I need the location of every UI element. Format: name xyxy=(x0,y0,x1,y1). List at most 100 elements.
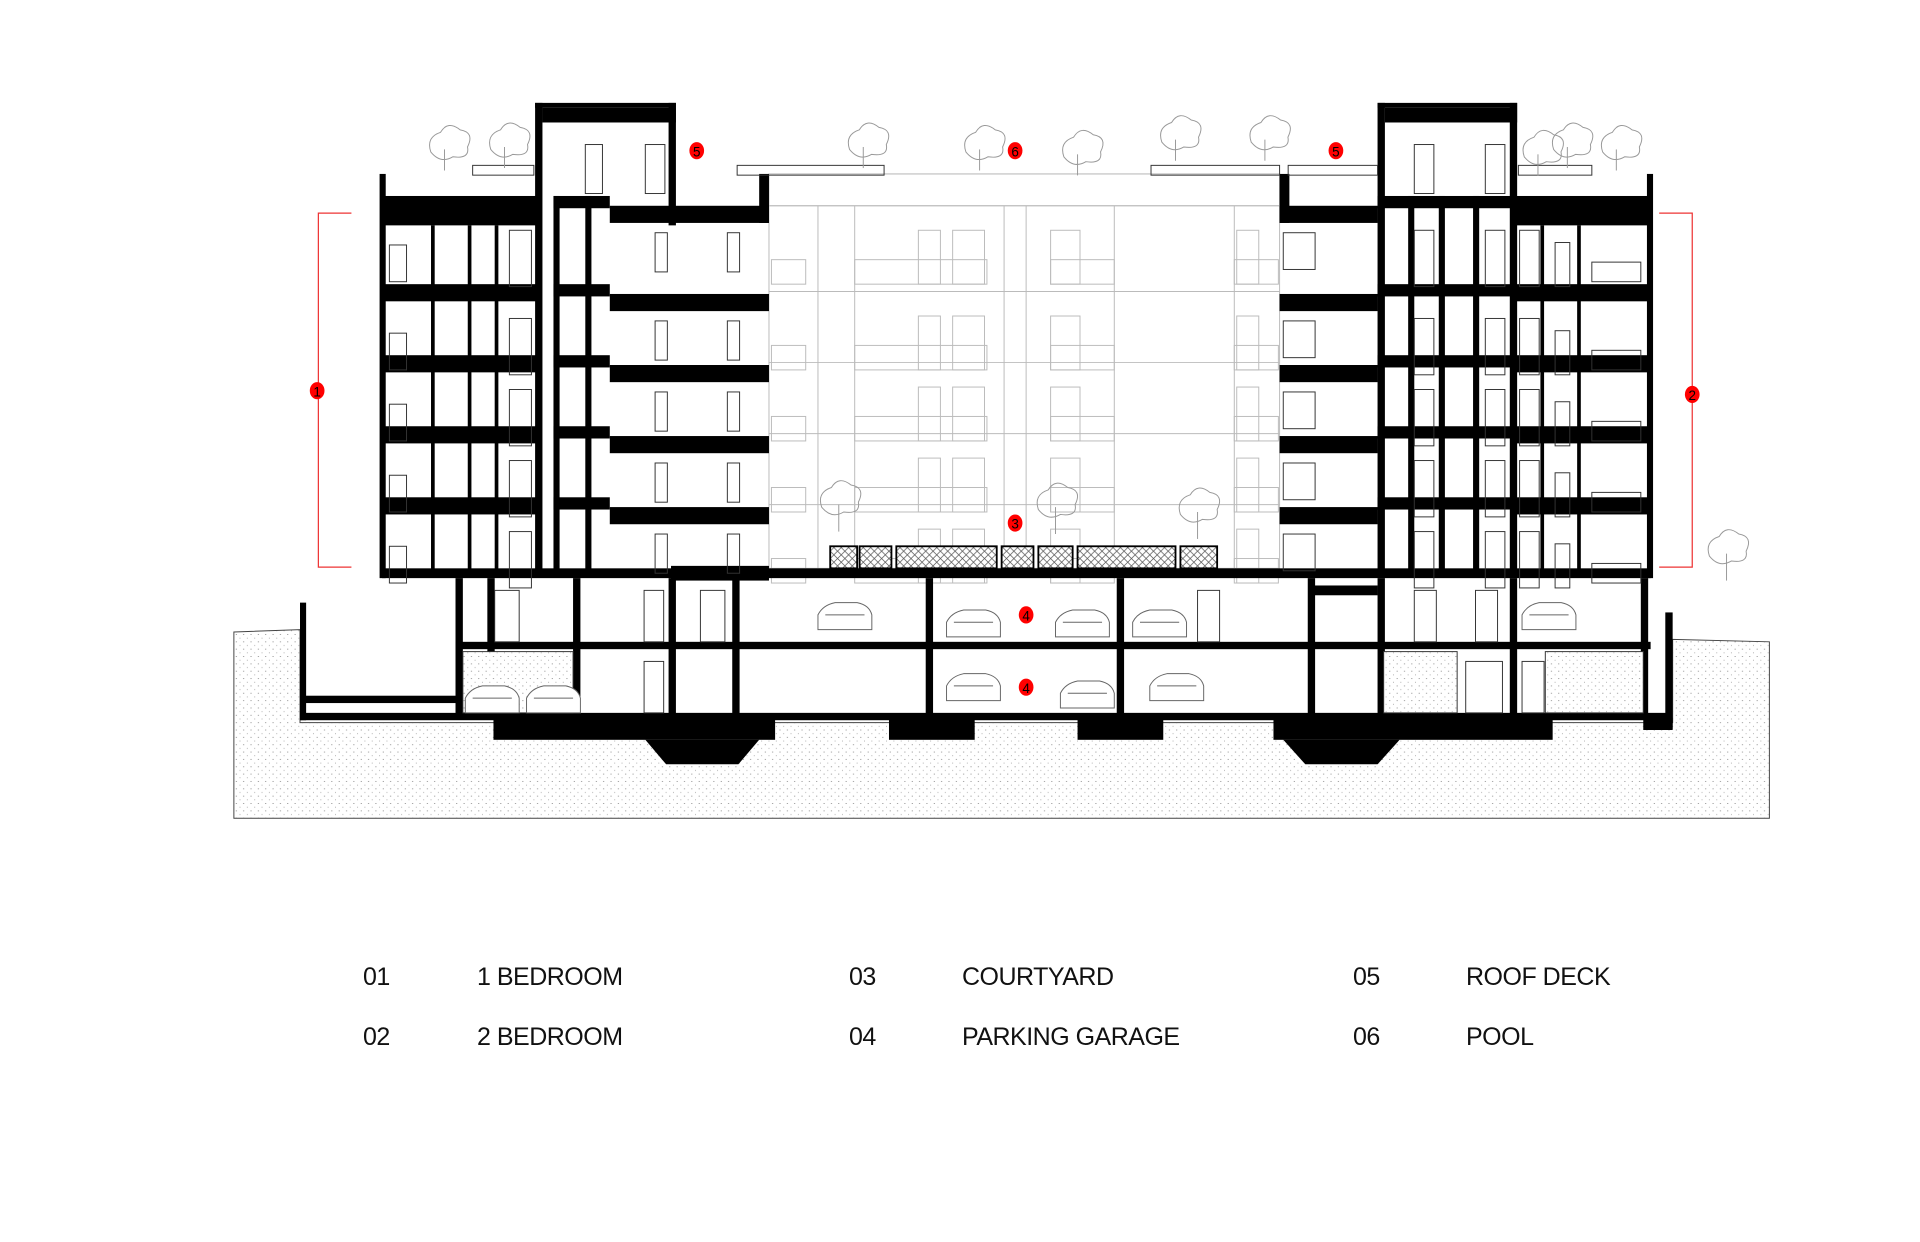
column xyxy=(1473,195,1480,574)
bathroom-fixture xyxy=(388,403,408,442)
planter xyxy=(1517,164,1593,176)
floor-slab xyxy=(609,205,769,223)
balcony-railing xyxy=(854,415,988,442)
svg-text:5: 5 xyxy=(1332,144,1339,159)
floor-slab xyxy=(382,195,539,226)
tree-canopy xyxy=(1522,129,1564,165)
bathroom-fixture xyxy=(388,332,408,371)
core-roof xyxy=(1377,102,1518,108)
building-structure xyxy=(300,102,1673,765)
door xyxy=(508,389,532,447)
floor-slab xyxy=(1279,365,1378,383)
exterior-wall xyxy=(1646,173,1654,579)
facade-window xyxy=(917,229,941,285)
facade-window xyxy=(1050,457,1081,513)
door xyxy=(643,589,665,643)
planter xyxy=(1150,164,1281,176)
svg-text:4: 4 xyxy=(1022,609,1030,624)
garage-column xyxy=(487,578,495,716)
door xyxy=(1413,531,1435,589)
tree-canopy xyxy=(819,480,862,516)
door xyxy=(643,660,665,714)
kitchen-counter xyxy=(1591,349,1642,371)
facade-window xyxy=(1050,386,1081,442)
floor-slab xyxy=(1279,507,1378,525)
door xyxy=(1554,330,1571,376)
brick-wall xyxy=(1383,651,1458,714)
floor-slab xyxy=(382,497,539,515)
door xyxy=(1519,389,1540,447)
window xyxy=(1282,320,1316,359)
core-wall xyxy=(668,102,676,226)
facade-window xyxy=(1236,457,1260,513)
tree-canopy xyxy=(1600,125,1643,161)
courtyard-planter xyxy=(1037,545,1074,570)
tree-canopy xyxy=(1160,115,1202,151)
facade-window xyxy=(1236,315,1260,371)
floor-slab xyxy=(382,355,539,373)
marker-1: 1 xyxy=(309,382,325,399)
door xyxy=(1465,660,1503,714)
pile-cap xyxy=(1283,739,1400,765)
balcony-railing xyxy=(854,259,988,285)
trees xyxy=(429,115,1750,581)
retaining-wall xyxy=(1665,612,1673,729)
courtyard-back-facade xyxy=(768,173,1281,569)
balcony-railing xyxy=(1233,415,1279,442)
car xyxy=(1059,680,1115,709)
balcony-railing xyxy=(1233,344,1279,371)
door xyxy=(1554,401,1571,447)
courtyard-planter xyxy=(1000,545,1035,570)
door xyxy=(699,589,726,643)
exterior-wall xyxy=(379,173,386,579)
parked-cars xyxy=(464,602,1577,714)
tree-canopy xyxy=(429,125,471,161)
bathroom-fixture xyxy=(388,474,408,513)
car xyxy=(817,602,873,631)
door xyxy=(1519,531,1540,589)
footing xyxy=(1273,717,1553,740)
window xyxy=(726,320,741,361)
floor-slab xyxy=(1514,284,1650,302)
door xyxy=(508,460,532,518)
bathroom-fixture xyxy=(388,244,408,283)
window xyxy=(1282,232,1316,270)
door xyxy=(1484,317,1506,376)
door xyxy=(1519,229,1540,288)
courtyard-planter xyxy=(829,545,859,570)
tree-canopy xyxy=(1178,487,1221,523)
window xyxy=(1282,533,1316,572)
window xyxy=(654,232,668,273)
balcony-railing xyxy=(1233,259,1279,285)
courtyard-planter xyxy=(858,545,893,570)
balcony-railing xyxy=(770,487,807,513)
garage-column xyxy=(1307,578,1316,716)
door xyxy=(1197,589,1221,643)
car xyxy=(1132,609,1188,638)
floor-slab xyxy=(1279,205,1378,223)
balcony-railing xyxy=(854,487,988,513)
core-slab xyxy=(553,497,610,510)
facade-window xyxy=(952,229,985,285)
door xyxy=(1475,589,1499,643)
door xyxy=(1519,317,1540,376)
column xyxy=(553,195,560,574)
kitchen-counter xyxy=(1591,491,1642,513)
garage-column xyxy=(573,578,581,716)
markers: 1 2 3 4 4 5 5 6 xyxy=(309,142,1700,696)
footing xyxy=(1643,717,1673,731)
tree-canopy xyxy=(489,122,531,158)
core-roof xyxy=(535,102,676,108)
core-roof-slab xyxy=(1384,107,1518,123)
door xyxy=(1484,531,1506,589)
planter xyxy=(1287,164,1379,176)
facade-window xyxy=(917,386,941,442)
floor-slab xyxy=(1514,195,1650,226)
column xyxy=(1438,195,1445,574)
balcony-railing xyxy=(1050,259,1115,285)
tree-canopy xyxy=(1551,122,1594,158)
ramp-slab xyxy=(300,695,460,704)
car xyxy=(946,609,1001,638)
parapet xyxy=(1279,173,1290,223)
